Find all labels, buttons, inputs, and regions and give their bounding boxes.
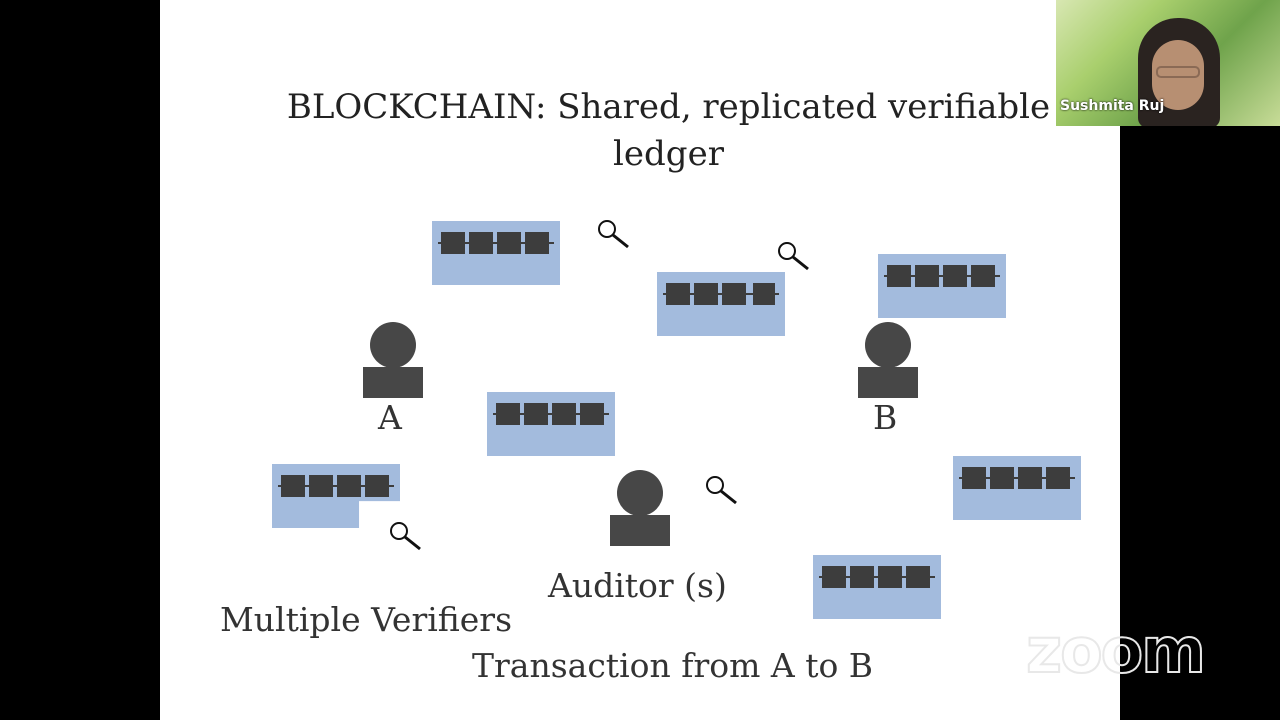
magnifier-icon xyxy=(778,242,809,271)
ledger-icon xyxy=(272,464,400,528)
ledger-icon xyxy=(953,456,1081,520)
ledger-icon xyxy=(657,272,785,336)
magnifier-icon xyxy=(598,220,629,249)
label-verifiers: Multiple Verifiers xyxy=(220,600,513,639)
ledger-icon xyxy=(813,555,941,619)
ledger-icon xyxy=(432,221,560,285)
auditor-icon xyxy=(610,470,670,546)
person-a-icon xyxy=(363,322,423,398)
label-auditor: Auditor (s) xyxy=(548,566,727,605)
magnifier-icon xyxy=(390,522,421,551)
zoom-logo: zoom xyxy=(1026,622,1207,684)
participant-video-tile[interactable]: Sushmita Ruj xyxy=(1056,0,1280,126)
label-a: A xyxy=(378,398,402,437)
svg-text:zoom: zoom xyxy=(1026,622,1204,684)
label-b: B xyxy=(873,398,898,437)
ledger-icon xyxy=(878,254,1006,318)
slide-title-line1: BLOCKCHAIN: Shared, replicated verifiabl… xyxy=(286,87,1051,127)
presentation-slide: BLOCKCHAIN: Shared, replicated verifiabl… xyxy=(160,0,1120,720)
slide-title-line2: ledger xyxy=(613,134,724,174)
person-b-icon xyxy=(858,322,918,398)
participant-glasses xyxy=(1156,66,1200,78)
ledger-icon xyxy=(487,392,615,456)
label-transaction: Transaction from A to B xyxy=(472,646,874,685)
magnifier-icon xyxy=(706,476,737,505)
participant-name: Sushmita Ruj xyxy=(1060,98,1165,114)
